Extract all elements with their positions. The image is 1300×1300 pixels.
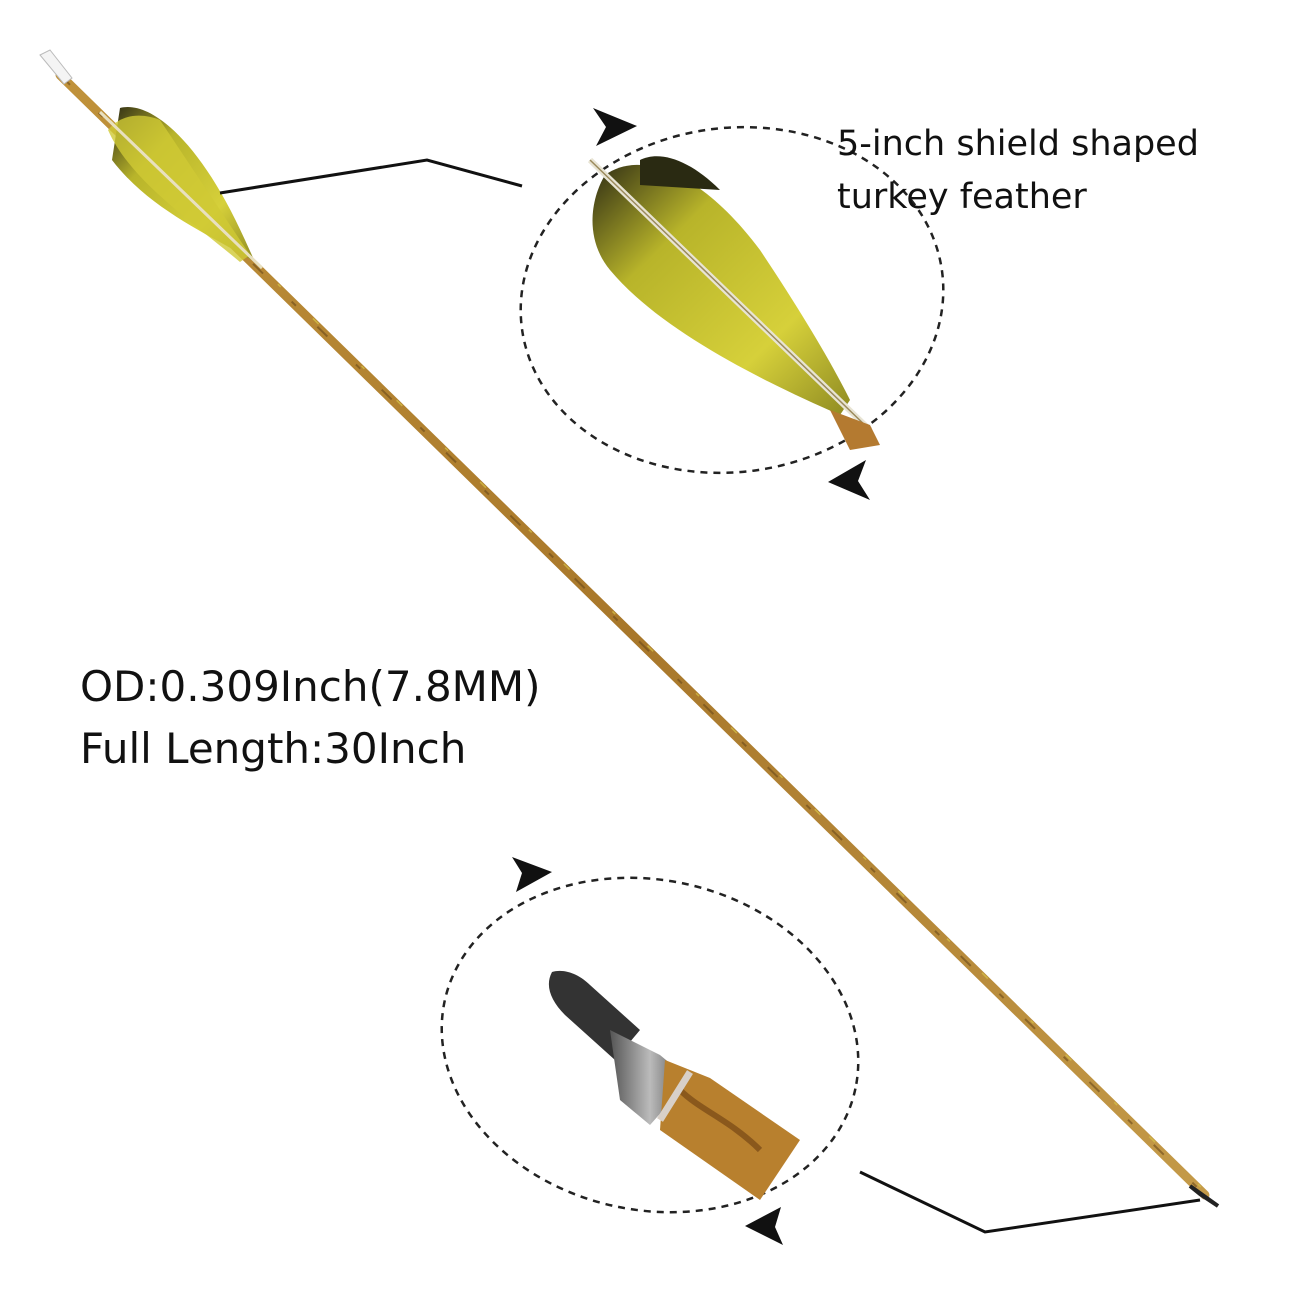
point-zoom-ellipse bbox=[440, 876, 860, 1214]
point-callout-line bbox=[859, 1170, 1201, 1234]
feather-callout-line bbox=[219, 158, 523, 195]
arrowhead-icon bbox=[593, 108, 637, 146]
feather-description-line1: 5-inch shield shaped bbox=[837, 124, 1199, 164]
spec-list: OD:0.309Inch(7.8MM) Full Length:30Inch bbox=[80, 656, 541, 780]
arrowhead-icon bbox=[745, 1207, 783, 1245]
point-detail bbox=[548, 970, 800, 1200]
arrow-point bbox=[1188, 1184, 1220, 1208]
full-length-spec: Full Length:30Inch bbox=[80, 724, 467, 773]
arrow-nock bbox=[39, 49, 73, 85]
feather-zoom-ellipse bbox=[519, 125, 945, 475]
feather-detail bbox=[587, 156, 880, 450]
arrowhead-icon bbox=[512, 857, 552, 892]
outer-diameter-spec: OD:0.309Inch(7.8MM) bbox=[80, 662, 541, 711]
feather-description-line2: turkey feather bbox=[837, 177, 1087, 217]
arrow-shaft bbox=[55, 70, 1210, 1200]
feather-description: 5-inch shield shaped turkey feather bbox=[837, 118, 1199, 224]
arrowhead-icon bbox=[828, 460, 870, 500]
arrow-fletching bbox=[98, 107, 264, 270]
